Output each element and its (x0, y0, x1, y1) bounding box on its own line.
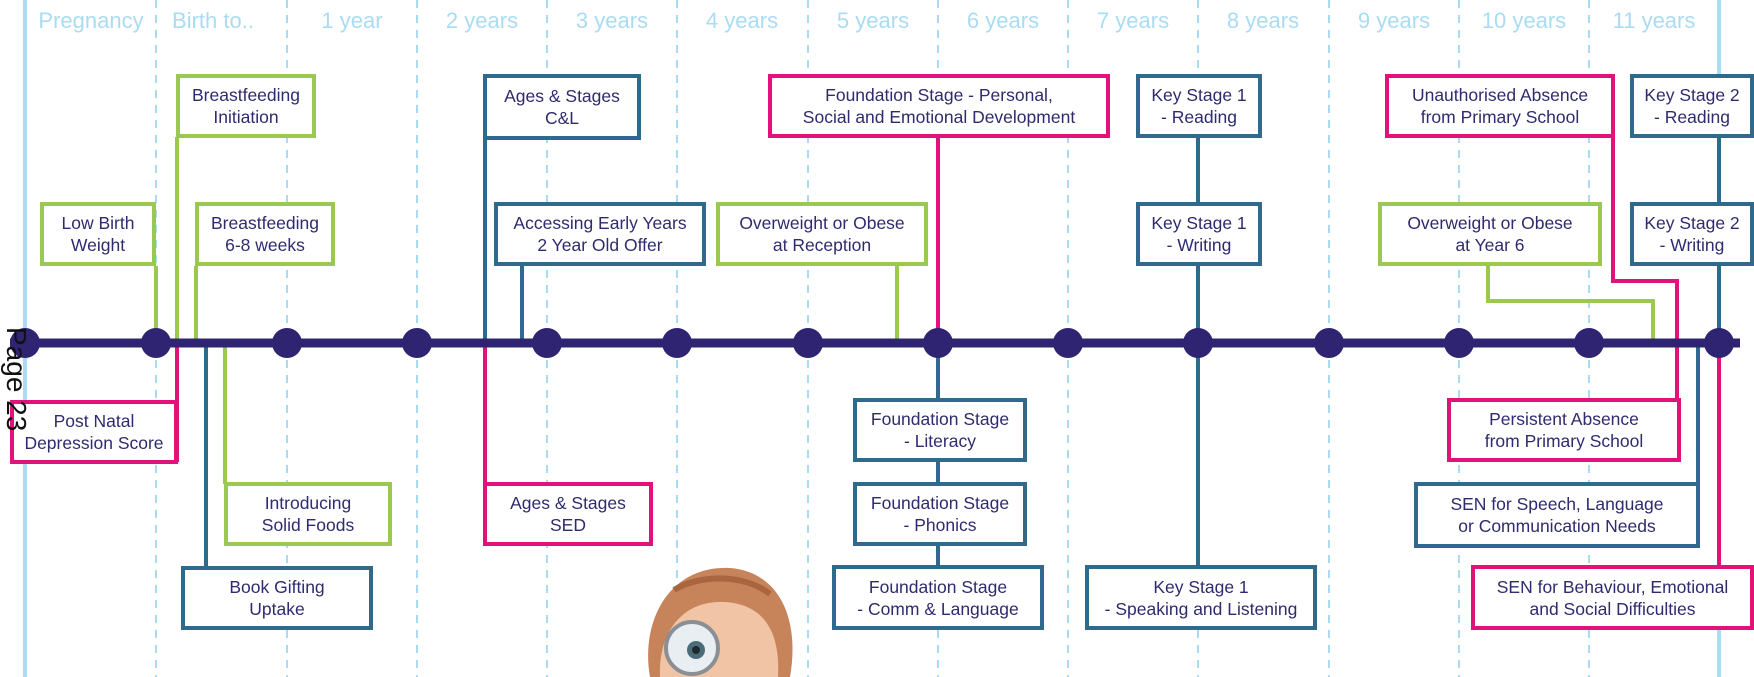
node-book-gifting: Book Gifting Uptake (181, 566, 373, 630)
year-marker (272, 328, 302, 358)
node-ks2-reading: Key Stage 2 - Reading (1630, 74, 1754, 138)
node-ks1-speaking: Key Stage 1 - Speaking and Listening (1085, 565, 1317, 630)
node-label: Foundation Stage - Comm & Language (857, 576, 1019, 619)
year-marker (1314, 328, 1344, 358)
connector (1486, 266, 1655, 343)
age-label: 7 years (1096, 8, 1170, 33)
node-persistent-absence: Persistent Absence from Primary School (1447, 398, 1681, 462)
node-label: Breastfeeding 6-8 weeks (211, 213, 319, 255)
node-label: Introducing Solid Foods (261, 493, 355, 535)
node-label: Key Stage 2 - Writing (1644, 213, 1740, 255)
node-label: Overweight or Obese at Reception (739, 213, 905, 255)
year-marker (141, 328, 171, 358)
age-label: 5 years (836, 8, 910, 33)
node-label: SEN for Behaviour, Emotional and Social … (1496, 576, 1729, 619)
node-label: Book Gifting Uptake (229, 577, 325, 619)
node-foundation-psed: Foundation Stage - Personal, Social and … (768, 74, 1110, 138)
node-breastfeeding-6-8-weeks: Breastfeeding 6-8 weeks (195, 202, 335, 266)
node-label: Foundation Stage - Phonics (870, 493, 1010, 535)
node-label: Key Stage 2 - Reading (1644, 85, 1740, 127)
node-label: Foundation Stage - Literacy (870, 409, 1010, 451)
year-marker (1704, 328, 1734, 358)
node-breastfeeding-initiation: Breastfeeding Initiation (176, 74, 316, 138)
node-overweight-year6: Overweight or Obese at Year 6 (1378, 202, 1602, 266)
year-marker (793, 328, 823, 358)
node-label: Accessing Early Years 2 Year Old Offer (513, 213, 687, 255)
node-label: Foundation Stage - Personal, Social and … (802, 85, 1076, 127)
node-sen-behaviour: SEN for Behaviour, Emotional and Social … (1471, 565, 1754, 630)
age-label: 6 years (966, 8, 1040, 33)
year-marker (1574, 328, 1604, 358)
node-ages-stages-cl: Ages & Stages C&L (483, 74, 641, 140)
age-label: 8 years (1226, 8, 1300, 33)
node-unauthorised-absence: Unauthorised Absence from Primary School (1385, 74, 1615, 138)
node-post-natal-depression: Post Natal Depression Score (10, 400, 178, 464)
node-label: Overweight or Obese at Year 6 (1407, 213, 1573, 255)
year-marker (402, 328, 432, 358)
year-marker (10, 328, 40, 358)
node-ks1-writing: Key Stage 1 - Writing (1136, 202, 1262, 266)
node-label: Ages & Stages C&L (504, 86, 620, 128)
year-marker (1183, 328, 1213, 358)
node-label: SEN for Speech, Language or Communicatio… (1450, 494, 1664, 536)
node-low-birth-weight: Low Birth Weight (40, 202, 156, 266)
age-label: 9 years (1357, 8, 1431, 33)
age-label: 10 years (1481, 8, 1567, 33)
node-label: Key Stage 1 - Reading (1151, 85, 1247, 127)
node-overweight-reception: Overweight or Obese at Reception (716, 202, 928, 266)
age-label: 3 years (575, 8, 649, 33)
age-label: 11 years (1612, 8, 1696, 33)
node-ks1-reading: Key Stage 1 - Reading (1136, 74, 1262, 138)
connector (1611, 137, 1679, 400)
node-label: Post Natal Depression Score (24, 411, 164, 453)
year-marker (923, 328, 953, 358)
node-label: Key Stage 1 - Speaking and Listening (1104, 576, 1298, 619)
age-label: 4 years (705, 8, 779, 33)
child-illustration (648, 567, 793, 677)
age-label: Birth to.. (172, 8, 254, 33)
child-photo (630, 560, 800, 677)
age-label: 1 year (321, 8, 383, 33)
year-marker (1444, 328, 1474, 358)
node-foundation-comm: Foundation Stage - Comm & Language (832, 565, 1044, 630)
age-label: Pregnancy (38, 8, 144, 33)
node-foundation-phonics: Foundation Stage - Phonics (853, 482, 1027, 546)
node-foundation-literacy: Foundation Stage - Literacy (853, 398, 1027, 462)
year-marker (532, 328, 562, 358)
age-label: 2 years (445, 8, 519, 33)
node-label: Breastfeeding Initiation (192, 85, 300, 127)
page-number: Page 23 (1, 327, 32, 432)
node-label: Low Birth Weight (61, 213, 135, 255)
node-label: Unauthorised Absence from Primary School (1411, 85, 1589, 127)
node-label: Persistent Absence from Primary School (1484, 409, 1644, 451)
node-ages-stages-sed: Ages & Stages SED (483, 482, 653, 546)
node-introducing-solid-foods: Introducing Solid Foods (224, 482, 392, 546)
node-label: Key Stage 1 - Writing (1151, 213, 1247, 255)
node-label: Ages & Stages SED (510, 493, 626, 535)
year-marker (662, 328, 692, 358)
node-sen-speech: SEN for Speech, Language or Communicatio… (1414, 482, 1700, 548)
node-early-years-offer: Accessing Early Years 2 Year Old Offer (494, 202, 706, 266)
node-ks2-writing: Key Stage 2 - Writing (1630, 202, 1754, 266)
year-marker (1053, 328, 1083, 358)
